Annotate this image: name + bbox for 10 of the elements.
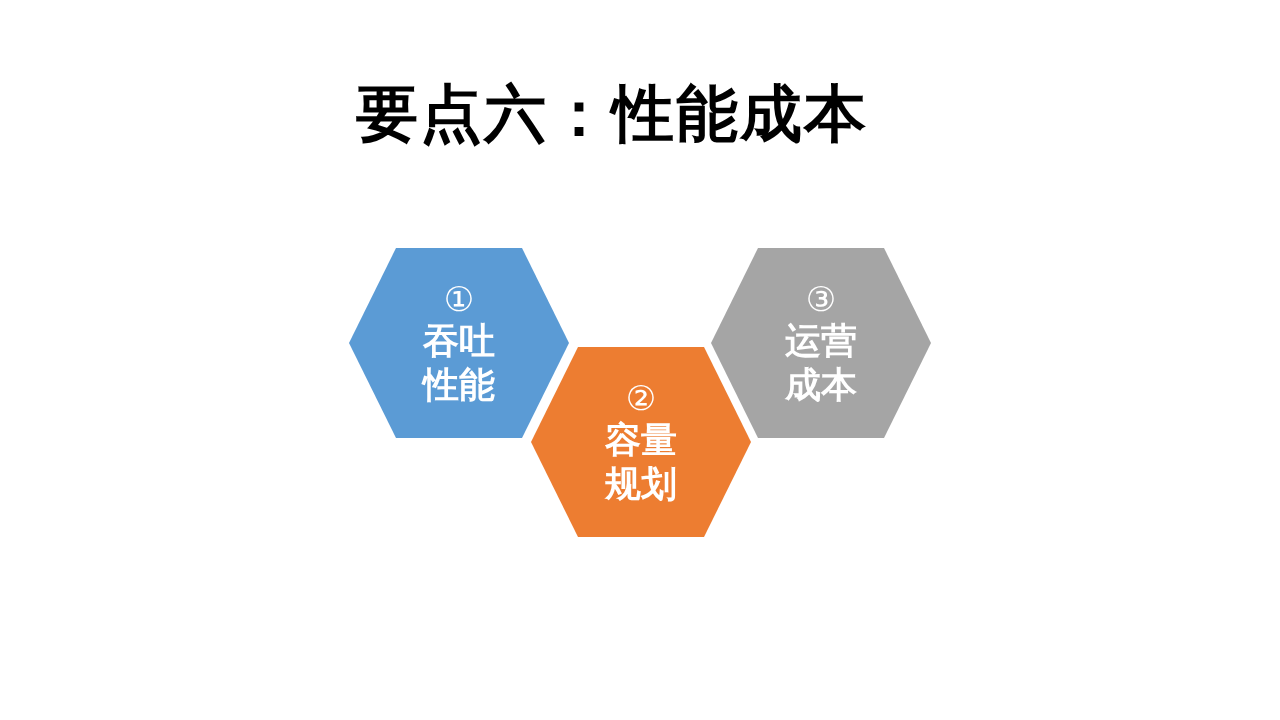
step-number: ③ (805, 279, 837, 319)
hexagon-label: 运营成本 (784, 319, 858, 407)
title: 要点六：性能成本 (356, 76, 868, 152)
hexagon-label: 吞吐性能 (420, 319, 496, 407)
step-number: ① (443, 279, 475, 319)
hexagon (349, 248, 569, 438)
hexagon-label: 容量规划 (603, 418, 678, 506)
hexagon (531, 347, 751, 537)
hexagon (711, 248, 931, 438)
step-number: ② (625, 378, 657, 418)
